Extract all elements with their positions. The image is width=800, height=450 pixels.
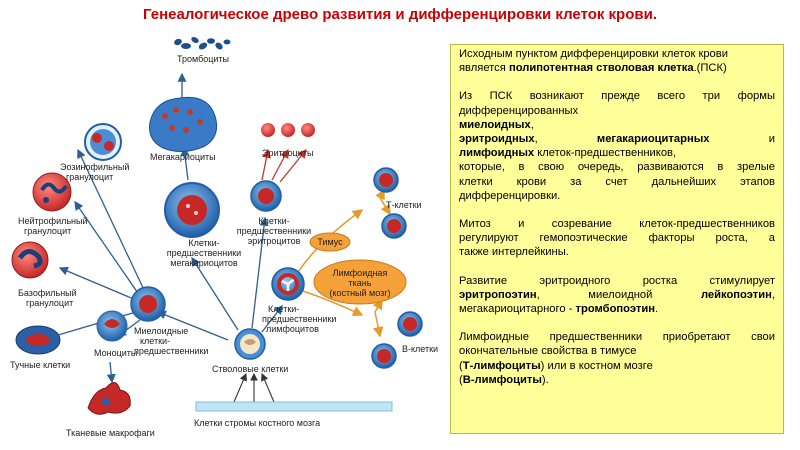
erythrocytes-icon bbox=[261, 123, 315, 137]
platelets-icon bbox=[174, 36, 231, 50]
ery-prec-label-3: эритроцитов bbox=[248, 236, 301, 246]
lymphoid-label-1: Лимфоидная bbox=[333, 268, 388, 278]
macrophages-label: Тканевые макрофаги bbox=[66, 428, 155, 438]
panel-p2-l6: которые, в свою очередь, развиваются в з… bbox=[459, 161, 775, 174]
myeloid-label-1: Миелоидные bbox=[134, 326, 188, 336]
panel-p4-l2a: эритропоэтин bbox=[459, 288, 537, 301]
myeloid-arrows bbox=[46, 148, 146, 384]
erythrocytes-label: Эритроциты bbox=[262, 148, 313, 158]
stem-arrows bbox=[156, 216, 283, 341]
lymph-prec-label-1: Клетки- bbox=[268, 304, 299, 314]
panel-p5-l3b: Т-лимфоциты bbox=[462, 359, 541, 372]
panel-p2-l5b: клеток-предшественников, bbox=[534, 147, 677, 160]
megakaryocyte-arrows bbox=[177, 72, 190, 181]
panel-p5-l1: Лимфоидные предшественники приобретают с… bbox=[459, 331, 775, 344]
panel-p2-l4a: эритроидных bbox=[459, 133, 535, 146]
panel-p2-l3b: , bbox=[530, 118, 534, 131]
neutrophil-icon bbox=[32, 172, 72, 212]
panel-p3-l2: регулируют гемопоэтические факторы роста… bbox=[459, 232, 775, 245]
erythrocyte-progenitor-icon bbox=[250, 180, 282, 212]
panel-p2-l1: Из ПСК возникают прежде всего три формы bbox=[459, 90, 775, 103]
monocytes-label: Моноциты bbox=[94, 348, 137, 358]
panel-p2-l8: дифференцировки. bbox=[459, 189, 561, 202]
panel-p4-l1: Развитие эритроидного ростка стимулирует bbox=[459, 274, 775, 287]
basophil-icon bbox=[11, 241, 49, 279]
platelets-label: Тромбоциты bbox=[177, 54, 229, 64]
lymphocyte-progenitor-icon bbox=[271, 267, 305, 301]
eosinophil-label-1: Эозинофильный bbox=[60, 162, 129, 172]
t-cell-icon bbox=[373, 167, 407, 239]
basophil-label-2: гранулоцит bbox=[26, 298, 73, 308]
mast-cell-icon bbox=[15, 325, 61, 355]
panel-p5-l3c: ) или в костном мозге bbox=[540, 359, 653, 372]
monocyte-icon bbox=[96, 310, 128, 342]
panel-p3-l3: также интерлейкины. bbox=[459, 246, 569, 259]
meg-prec-label-3: мегакариоцитов bbox=[170, 258, 238, 268]
lymph-prec-label-2: предшественники bbox=[262, 314, 336, 324]
lymphoid-label-3: (костный мозг) bbox=[329, 288, 390, 298]
myeloid-label-3: предшественники bbox=[134, 346, 208, 356]
panel-p5-l4b: В-лимфоциты bbox=[462, 373, 542, 386]
panel-p3-l1: Митоз и созревание клеток-предшественник… bbox=[459, 218, 775, 231]
stem-cell-icon bbox=[234, 328, 266, 360]
panel-p2-l2: дифференцированных bbox=[459, 104, 579, 117]
blood-cell-tree-diagram: Тромбоциты Мегакариоциты Эритроциты Эози… bbox=[10, 36, 438, 438]
t-cells-label: Т-клетки bbox=[386, 200, 422, 210]
basophil-label-1: Базофильный bbox=[18, 288, 77, 298]
panel-p5-l4c: ). bbox=[541, 373, 549, 386]
mast-cells-label: Тучные клетки bbox=[10, 360, 70, 370]
panel-p5-l4a: ( bbox=[459, 373, 463, 386]
lymph-prec-label-3: лимфоцитов bbox=[266, 324, 319, 334]
panel-p4-l2c: лейкопоэтин bbox=[700, 288, 772, 301]
panel-p4-l2d: , bbox=[771, 288, 775, 301]
lymphoid-label-2: ткань bbox=[349, 278, 372, 288]
macrophage-icon bbox=[87, 382, 131, 415]
page-title: Генеалогическое древо развития и диффере… bbox=[143, 6, 657, 23]
panel-p4-l2b: , миелоидной bbox=[536, 288, 653, 301]
thymus-label: Тимус bbox=[317, 237, 343, 247]
panel-p4-l3c: . bbox=[655, 303, 659, 316]
meg-prec-label-2: предшественники bbox=[167, 248, 241, 258]
panel-p1-l2c: .(ПСК) bbox=[693, 62, 727, 75]
panel-p2-l7: клетки крови за счет дальнейших этапов bbox=[459, 175, 775, 188]
erythrocyte-arrows bbox=[261, 148, 307, 183]
thymus-badge bbox=[309, 232, 351, 252]
eosinophil-label-2: гранулоцит bbox=[66, 172, 113, 182]
panel-p2-l3: миелоидных bbox=[459, 118, 531, 131]
stem-cells-label: Стволовые клетки bbox=[212, 364, 288, 374]
megakaryocytes-label: Мегакариоциты bbox=[150, 152, 216, 162]
neutrophil-label-1: Нейтрофильный bbox=[18, 216, 88, 226]
explanation-panel: Исходным пунктом дифференцировки клеток … bbox=[450, 44, 784, 434]
panel-p2-l5a: лимфоидных bbox=[459, 147, 535, 160]
meg-prec-label-1: Клетки- bbox=[188, 238, 219, 248]
neutrophil-label-2: гранулоцит bbox=[24, 226, 71, 236]
myeloid-label-2: клетки- bbox=[140, 336, 170, 346]
panel-p1-l1: Исходным пунктом дифференцировки клеток … bbox=[459, 48, 728, 60]
panel-p1-l2b: полипотентная стволовая клетка bbox=[508, 62, 694, 75]
panel-p5-l2: окончательные свойства в тимусе bbox=[459, 345, 637, 358]
ery-prec-label-2: предшественники bbox=[237, 226, 311, 236]
megakaryocyte-icon bbox=[149, 96, 218, 152]
eosinophil-icon bbox=[84, 123, 122, 161]
stroma-label: Клетки стромы костного мозга bbox=[194, 418, 320, 428]
megakaryocyte-progenitor-icon bbox=[164, 182, 220, 238]
ery-prec-label-1: Клетки- bbox=[258, 216, 289, 226]
panel-p2-l4b: мегакариоцитарных bbox=[596, 133, 710, 146]
panel-p5-l3a: ( bbox=[459, 359, 463, 372]
stroma-bar bbox=[195, 401, 393, 412]
panel-p4-l3a: мегакариоцитарного - bbox=[459, 303, 576, 316]
myeloid-progenitor-icon bbox=[130, 286, 166, 322]
panel-p4-l3b: тромбопоэтин bbox=[575, 303, 655, 316]
b-cell-icon bbox=[371, 311, 423, 369]
stroma-arrows bbox=[233, 372, 275, 403]
lymphoid-tissue-badge bbox=[313, 259, 407, 305]
panel-p1-l2a: является bbox=[459, 62, 509, 75]
b-cells-label: В-клетки bbox=[402, 344, 438, 354]
panel-p2-l4c: и bbox=[768, 133, 775, 146]
